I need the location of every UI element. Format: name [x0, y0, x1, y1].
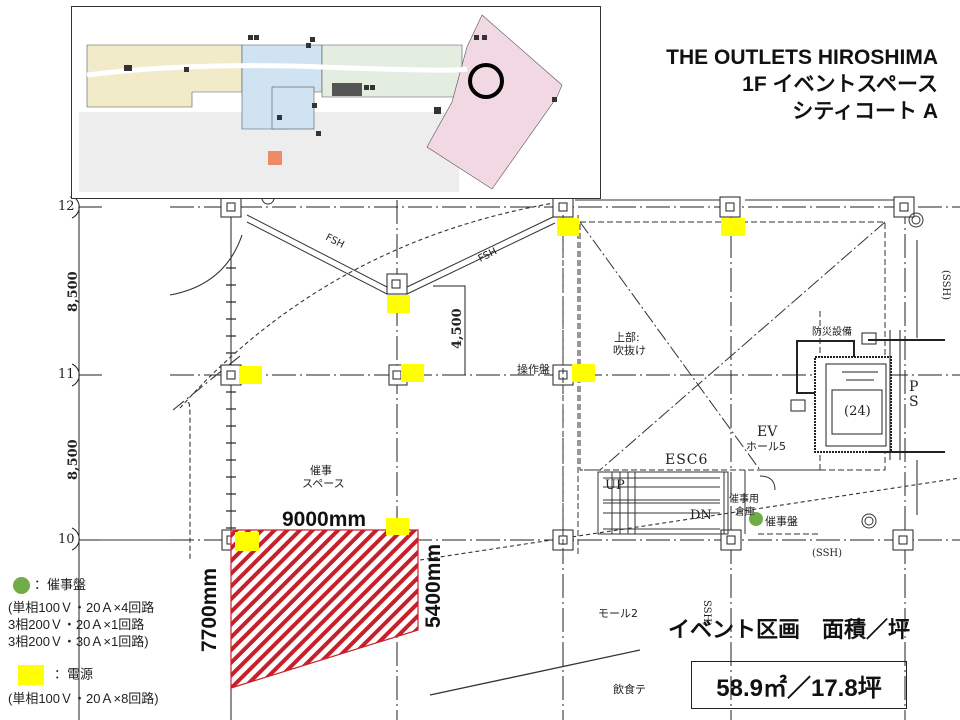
legend-power-label: ：電源: [54, 666, 94, 682]
area-value-box: 58.9㎡／17.8坪: [691, 661, 907, 709]
curved-guides: [100, 201, 960, 696]
power-outlets: [235, 218, 745, 551]
fire-equipment-label: 防災設備: [812, 327, 852, 338]
title-line-2: 1F イベントスペース: [742, 73, 938, 96]
event-area-zone: [230, 529, 419, 689]
atrium-void: [562, 215, 886, 555]
legend-power: ：電源: [8, 665, 159, 686]
control-panel-label: 操作盤: [517, 363, 550, 376]
ps-label-s: S: [909, 394, 919, 410]
columns: [220, 196, 915, 551]
title-line-3: シティコート A: [792, 100, 938, 123]
legend-event-panel-label: ：催事盤: [34, 577, 87, 592]
event-space-label-2: スペース: [302, 477, 345, 490]
area-heading: イベント区画 面積／坪: [668, 617, 911, 642]
legend-event-panel-detail-3: 3相200Ｖ・30Ａ×1回路): [8, 634, 149, 650]
grid-label-12: 12: [58, 199, 75, 214]
grid-label-10: 10: [58, 532, 75, 547]
food-label: 飲食テ: [613, 683, 646, 696]
area-value: 58.9㎡／17.8坪: [716, 674, 882, 702]
event-space-label-1: 催事: [310, 464, 332, 477]
yellow-square-icon: [18, 665, 44, 686]
void-label-1: 上部:: [614, 331, 640, 344]
event-area-width: 9000mm: [282, 508, 367, 531]
span-dimension-lower: 8,500: [66, 439, 81, 480]
mall-label: モール2: [598, 607, 638, 620]
event-panel-marker: [749, 512, 763, 526]
minimap-drawing: [79, 14, 563, 192]
dimension-4500: [433, 285, 466, 375]
legend-event-panel-detail-1: (単相100Ｖ・20Ａ×4回路: [8, 600, 155, 616]
green-dot-icon: [13, 577, 30, 595]
ev-hall-label-1: EV: [757, 424, 778, 440]
span-dimension-upper: 8,500: [66, 271, 81, 312]
legend-power-detail: (単相100Ｖ・20Ａ×8回路): [8, 691, 159, 707]
title-block: THE OUTLETS HIROSHIMA 1F イベントスペース シティコート…: [666, 44, 938, 125]
ssh-label-right: (SSH): [940, 270, 951, 301]
legend: ：催事盤 (単相100Ｖ・20Ａ×4回路 3相200Ｖ・20Ａ×1回路 3相20…: [8, 576, 159, 707]
elevator-core: [790, 240, 945, 515]
fsh-beams: [246, 214, 556, 295]
escalator-down-label: DN: [690, 508, 712, 523]
storage-label-1: 催事用: [729, 494, 759, 505]
escalator-up-label: UP: [605, 478, 625, 493]
grid-label-11: 11: [58, 367, 75, 382]
void-label-2: 吹抜け: [613, 344, 646, 357]
event-panel-label: 催事盤: [765, 515, 798, 528]
title-line-1: THE OUTLETS HIROSHIMA: [666, 46, 938, 69]
legend-event-panel: ：催事盤: [8, 576, 159, 595]
escalator-label: ESC6: [665, 452, 709, 468]
event-area-right-height: 5400mm: [422, 543, 445, 628]
ev-hall-label-2: ホール5: [746, 440, 786, 453]
inner-dimension-4500: 4,500: [450, 308, 465, 349]
legend-event-panel-detail-2: 3相200Ｖ・20Ａ×1回路: [8, 617, 145, 633]
event-area-left-height: 7700mm: [198, 567, 221, 652]
elevator-capacity: (24): [844, 404, 871, 419]
grid-axis-markers: [71, 195, 102, 720]
ssh-label-bottom: (SSH): [812, 548, 843, 559]
ps-label-p: P: [909, 379, 919, 395]
overview-minimap: [71, 6, 601, 199]
storage-label-2: 倉庫: [735, 507, 755, 518]
